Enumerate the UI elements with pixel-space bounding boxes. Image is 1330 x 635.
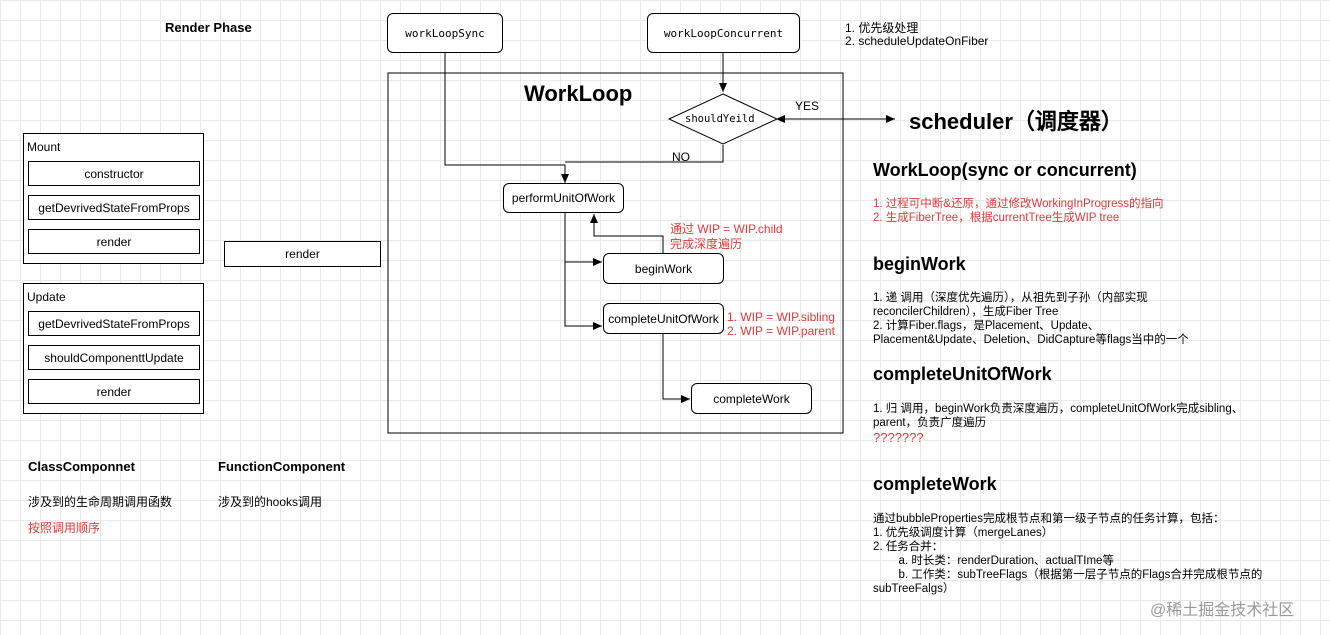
begin-note-2: reconcilerChildren），生成Fiber Tree bbox=[873, 306, 1059, 318]
class-component-desc: 涉及到的生命周期调用函数 bbox=[28, 495, 173, 509]
workloop-note-2: 2. 生成FiberTree，根据currentTree生成WIP tree bbox=[873, 212, 1120, 224]
workloop-heading: WorkLoop(sync or concurrent) bbox=[873, 160, 1137, 180]
update-item-should-update: shouldComponenttUpdate bbox=[28, 345, 200, 370]
workloop-sync-box: workLoopSync bbox=[387, 13, 503, 53]
sibling-note-2: 2. WIP = WIP.parent bbox=[727, 324, 835, 338]
workloop-title: WorkLoop bbox=[524, 81, 633, 106]
no-label: NO bbox=[672, 150, 690, 164]
render-phase-title: Render Phase bbox=[165, 20, 252, 35]
complete-work-box: completeWork bbox=[691, 383, 812, 414]
concurrent-note-1: 1. 优先级处理 bbox=[845, 21, 919, 35]
class-component-heading: ClassComponnet bbox=[28, 459, 135, 474]
complete-work-note-4: a. 时长类：renderDuration、actualTIme等 bbox=[873, 555, 1114, 567]
watermark: @稀土掘金技术社区 bbox=[1150, 602, 1295, 619]
yes-label: YES bbox=[795, 99, 820, 113]
begin-note-4: Placement&Update、Deletion、DidCapture等fla… bbox=[873, 334, 1189, 346]
begin-note-1: 1. 递 调用（深度优先遍历），从祖先到子孙（内部实现 bbox=[873, 292, 1148, 304]
function-render-box: render bbox=[224, 241, 381, 267]
complete-unit-note-1: 1. 归 调用，beginWork负责深度遍历，completeUnitOfWo… bbox=[873, 403, 1244, 415]
perform-unit-box: performUnitOfWork bbox=[503, 183, 624, 213]
perform-to-begin-arrow bbox=[564, 213, 602, 266]
begin-work-heading: beginWork bbox=[873, 254, 966, 274]
function-component-heading: FunctionComponent bbox=[218, 459, 346, 474]
complete-work-note-3: 2. 任务合并： bbox=[873, 541, 944, 553]
sync-to-perform-arrow bbox=[444, 53, 569, 183]
complete-unit-note-2: parent，负责广度遍历 bbox=[873, 417, 987, 429]
complete-unit-to-work-arrow bbox=[662, 334, 690, 403]
mount-panel: Mount constructor getDevrivedStateFromPr… bbox=[23, 133, 204, 264]
workloop-note-1: 1. 过程可中断&还原，通过修改WorkingInProgress的指向 bbox=[873, 198, 1164, 210]
function-component-desc: 涉及到的hooks调用 bbox=[218, 495, 323, 509]
update-item-render: render bbox=[28, 379, 200, 404]
update-item-get-derived-state: getDevrivedStateFromProps bbox=[28, 311, 200, 336]
complete-work-heading: completeWork bbox=[873, 474, 997, 494]
complete-unit-box: completeUnitOfWork bbox=[603, 303, 724, 334]
begin-note-3: 2. 计算Fiber.flags，是Placement、Update、 bbox=[873, 320, 1100, 332]
complete-unit-heading: completeUnitOfWork bbox=[873, 364, 1052, 384]
update-label: Update bbox=[27, 290, 66, 304]
workloop-concurrent-box: workLoopConcurrent bbox=[647, 13, 800, 53]
question-marks: ??????? bbox=[873, 430, 924, 445]
complete-work-note-2: 1. 优先级调度计算（mergeLanes） bbox=[873, 527, 1054, 539]
should-yield-diamond bbox=[667, 93, 779, 145]
mount-item-constructor: constructor bbox=[28, 161, 200, 186]
mount-item-get-derived-state: getDevrivedStateFromProps bbox=[28, 195, 200, 220]
begin-back-arrow bbox=[590, 214, 664, 253]
class-component-order: 按照调用顺序 bbox=[28, 521, 101, 535]
begin-work-box: beginWork bbox=[603, 253, 724, 284]
yield-no-arrow bbox=[565, 145, 724, 163]
update-panel: Update getDevrivedStateFromProps shouldC… bbox=[23, 283, 204, 414]
complete-work-note-6: subTreeFalgs） bbox=[873, 583, 955, 595]
should-yield-label: shouldYeild bbox=[685, 113, 755, 125]
sibling-note-1: 1. WIP = WIP.sibling bbox=[727, 310, 835, 324]
child-note-2: 完成深度遍历 bbox=[670, 237, 743, 251]
mount-label: Mount bbox=[27, 140, 61, 154]
workloop-frame bbox=[387, 72, 844, 434]
mount-item-render: render bbox=[28, 229, 200, 254]
child-note-1: 通过 WIP = WIP.child bbox=[670, 222, 783, 236]
complete-work-note-5: b. 工作类：subTreeFlags（根据第一层子节点的Flags合并完成根节… bbox=[873, 569, 1263, 581]
perform-to-complete-unit-arrow bbox=[564, 262, 602, 330]
concurrent-note-2: 2. scheduleUpdateOnFiber bbox=[845, 34, 989, 48]
scheduler-heading: scheduler（调度器） bbox=[909, 109, 1123, 134]
complete-work-note-1: 通过bubbleProperties完成根节点和第一级子节点的任务计算，包括： bbox=[873, 513, 1225, 525]
